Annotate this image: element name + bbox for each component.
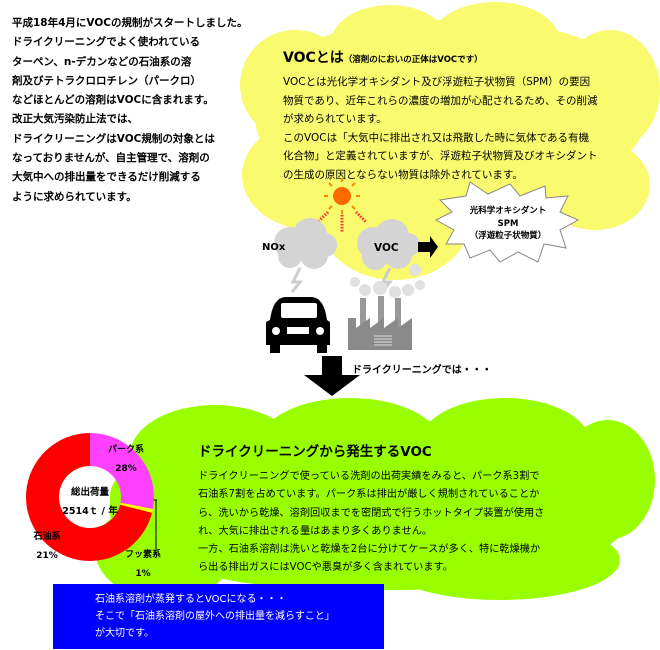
pie-center-label: 総出荷量 2514ｔ / 年 <box>52 483 128 521</box>
sun-icon <box>316 178 368 233</box>
value-label: 1% <box>135 569 151 579</box>
pie-slice-2 <box>25 433 152 562</box>
voc-line: VOCとは光化学オキシダント及び浮遊粒子状物質（SPM）の要因 <box>283 76 591 88</box>
note-line: が大切です。 <box>95 628 154 639</box>
intro-line: 平成18年4月にVOCの規制がスタートしました。 <box>12 17 248 29</box>
value-label: 28% <box>115 464 137 474</box>
intro-line: ドライクリーニングはVOC規制の対象とは <box>12 132 215 145</box>
intro-line: 改正大気汚染防止法では、 <box>12 113 138 126</box>
intro-line: ドライクリーニングでよく使われている <box>12 36 200 49</box>
intro-line: 剤及びテトラクロロチレン（パークロ） <box>12 74 201 87</box>
intro-line: 大気中への排出量をできるだけ削減する <box>12 171 201 184</box>
note-box: 石油系溶剤が蒸発するとVOCになる・・・ そこで「石油系溶剤の屋外への排出量を減… <box>53 584 384 649</box>
nox-text: NOx <box>262 242 286 253</box>
pie-chart <box>25 433 154 562</box>
car-icon <box>266 297 330 353</box>
note-line: 石油系溶剤が蒸発するとVOCになる・・・ <box>95 594 287 605</box>
pie-title: 総出荷量 <box>70 487 109 498</box>
dry-cleaning-body: ドライクリーニングで使っている洗剤の出荷実績をみると、パーク系3割で 石油系7割… <box>198 468 544 578</box>
pie-slice-0 <box>90 433 154 509</box>
perc-label: パーク系 28% <box>106 441 146 479</box>
intro-line: などほとんどの溶剤はVOCに含まれます。 <box>12 94 214 107</box>
dry-cleaning-heading: ドライクリーニングから発生するVOC <box>198 444 432 460</box>
category-label: フッ素系 <box>124 550 161 560</box>
pie-slice-1 <box>120 502 153 513</box>
dry-cleaning-arrow-label: ドライクリーニングでは・・・ <box>352 365 492 376</box>
voc-title: VOCとは <box>283 50 344 66</box>
voc-cloud-icon <box>357 219 420 293</box>
voc-line: が求められています。 <box>283 113 387 125</box>
petroleum-label: 石油系 21% <box>27 528 67 566</box>
intro-text: 平成18年4月にVOCの規制がスタートしました。 ドライクリーニングでよく使われ… <box>12 14 248 207</box>
value-label: 21% <box>36 551 58 561</box>
oxidant-line: SPM <box>497 218 519 229</box>
voc-line: このVOCは「大気中に排出され又は飛散した時に気体である有機 <box>283 131 589 144</box>
pie-total: 2514ｔ / 年 <box>62 506 118 517</box>
oxidant-label: 光科学オキシダント SPM （浮遊粒子状物質） <box>460 205 556 243</box>
note-line: そこで「石油系溶剤の屋外への排出量を減らすこと」 <box>95 611 335 622</box>
fluorine-label: フッ素系 1% <box>118 546 168 584</box>
voc-line: の生成の原因とならない物質は除外されています。 <box>283 168 523 181</box>
oxidant-line: （浮遊粒子状物質） <box>469 231 547 241</box>
nox-label: NOx <box>262 242 285 253</box>
voc-line: 化合物」と定義されていますが、浮遊粒子状物質及びオキシダント <box>283 150 598 162</box>
nox-cloud-icon <box>274 218 337 293</box>
voc-line: 物質であり、近年これらの濃度の増加が心配されるため、その削減 <box>283 94 598 107</box>
dry-line: ドライクリーニングで使っている洗剤の出荷実績をみると、パーク系3割で <box>198 471 540 482</box>
voc-body: VOCとは光化学オキシダント及び浮遊粒子状物質（SPM）の要因 物質であり、近年… <box>283 73 643 184</box>
intro-line: ターペン、n-デカンなどの石油系の溶 <box>12 55 192 68</box>
arrow-right-icon <box>418 236 438 258</box>
dry-line: 一方、石油系溶剤は洗いと乾燥を2台に分けてケースが多く、特に乾燥機か <box>198 544 541 556</box>
dry-line: ら、洗いから乾燥、溶剤回収までを密閉式で行うホットタイプ装置が使用さ <box>198 507 545 519</box>
category-label: パーク系 <box>107 445 144 455</box>
factory-icon <box>348 264 425 350</box>
starburst-shape <box>434 181 580 263</box>
voc-label: VOC <box>374 242 399 254</box>
voc-heading: VOCとは（溶剤のにおいの正体はVOCです） <box>283 47 483 67</box>
arrow-down-icon <box>304 356 360 396</box>
dry-line: れ、大気に排出される量はあまり多くありません。 <box>198 525 433 537</box>
voc-subtitle: （溶剤のにおいの正体はVOCです） <box>343 55 483 65</box>
oxidant-line: 光科学オキシダント <box>469 206 547 216</box>
dry-line: 石油系7割を占めています。パーク系は排出が厳しく規制されていることか <box>198 489 540 501</box>
category-label: 石油系 <box>33 532 61 542</box>
dry-line: ら出る排出ガスにはVOCや悪臭が多く含まれています。 <box>198 562 453 574</box>
intro-line: なっておりませんが、自主管理で、溶剤の <box>12 152 210 165</box>
intro-line: ように求められています。 <box>12 190 137 203</box>
